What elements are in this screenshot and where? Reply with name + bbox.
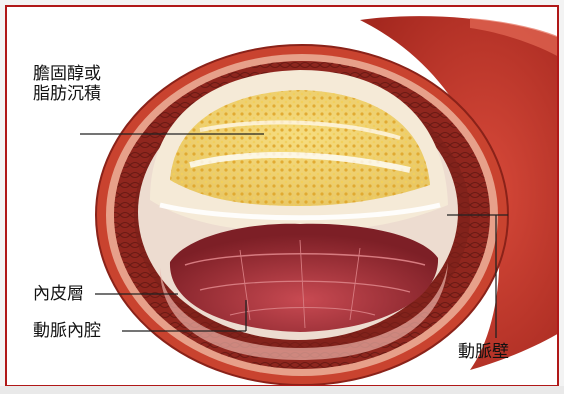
cholesterol-deposit-label: 膽固醇或 脂肪沉積 bbox=[33, 64, 101, 104]
cholesterol-deposit-label-line-1: 膽固醇或 bbox=[33, 64, 101, 84]
lumen-label: 動脈內腔 bbox=[33, 321, 101, 341]
cholesterol-deposit-label-line-2: 脂肪沉積 bbox=[33, 84, 101, 104]
intima-label: 內皮層 bbox=[33, 284, 84, 304]
bottom-strip bbox=[0, 386, 564, 394]
artery-wall-label: 動脈壁 bbox=[458, 342, 509, 362]
